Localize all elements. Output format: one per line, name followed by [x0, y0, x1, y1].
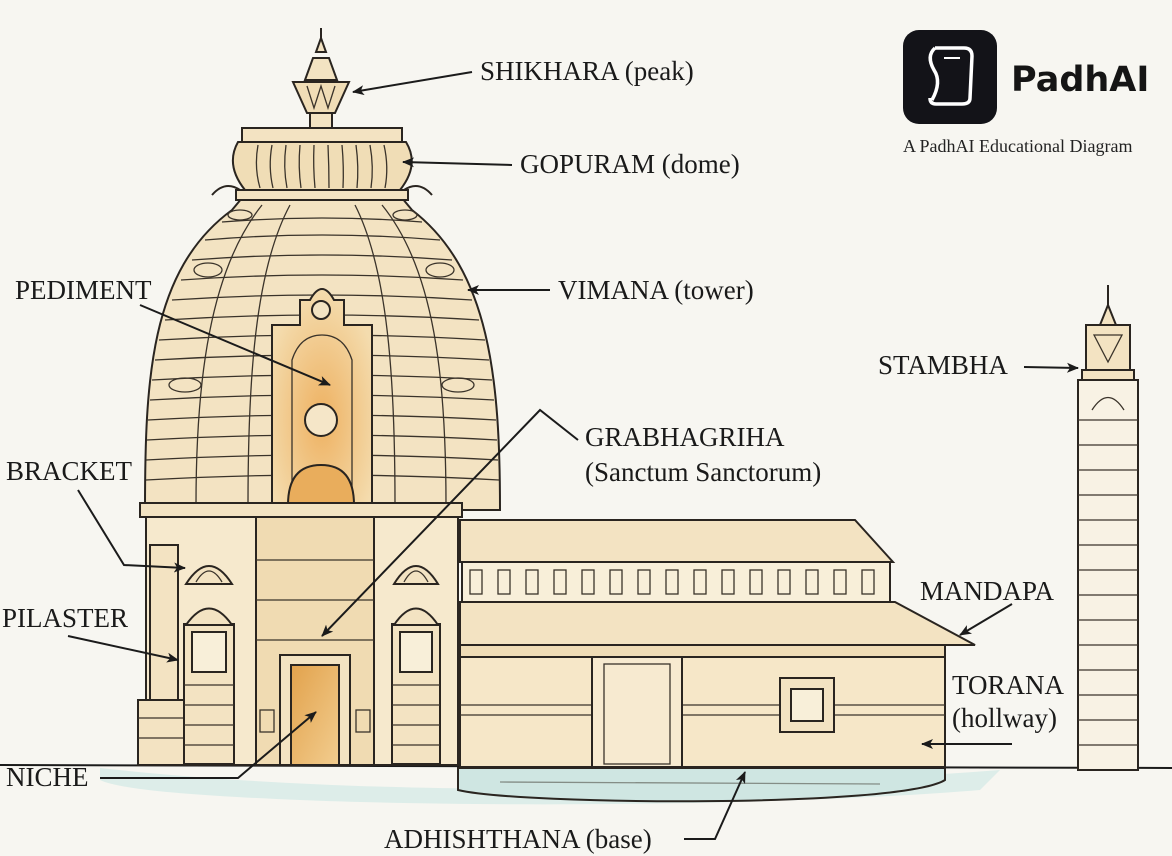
gopuram-dome: [211, 127, 433, 201]
bracket-arrow: [77, 489, 186, 573]
base-water: [0, 764, 1172, 805]
label-grabhagriha-sub: (Sanctum Sanctorum): [585, 457, 821, 487]
pediment-arrow: [139, 304, 331, 386]
label-niche: NICHE: [6, 762, 89, 792]
grabhagriha-arrow: [321, 408, 579, 637]
shikhara-arrow: [352, 71, 473, 96]
stambha-pillar: [1077, 285, 1139, 771]
label-shikhara: SHIKHARA (peak): [480, 56, 694, 86]
label-pediment: PEDIMENT: [15, 275, 152, 305]
shikhara-finial: [291, 28, 351, 129]
pilaster-arrow: [67, 635, 179, 663]
label-grabhagriha: GRABHAGRIHA: [585, 422, 785, 452]
mandapa-hall: [459, 519, 976, 768]
gopuram-arrow: [402, 157, 513, 168]
brand-name: PadhAI: [1011, 60, 1149, 100]
leader-lines: [67, 71, 1079, 840]
mandapa-arrow: [959, 603, 1013, 636]
label-torana-sub: (hollway): [952, 703, 1057, 733]
label-mandapa: MANDAPA: [920, 576, 1055, 606]
labels: SHIKHARA (peak) GOPURAM (dome) VIMANA (t…: [2, 56, 1065, 854]
stambha-arrow: [1023, 362, 1079, 373]
label-torana: TORANA: [952, 670, 1065, 700]
pediment-panel: [271, 288, 373, 506]
label-bracket: BRACKET: [6, 456, 133, 486]
adhishthana-arrow: [684, 771, 746, 840]
label-stambha: STAMBHA: [878, 350, 1008, 380]
brand-logo: [903, 30, 997, 124]
label-pilaster: PILASTER: [2, 603, 128, 633]
niche-arrow: [100, 711, 317, 779]
book-icon: [928, 46, 974, 106]
label-adhishthana: ADHISHTHANA (base): [384, 824, 652, 854]
brand-subtitle: A PadhAI Educational Diagram: [903, 136, 1132, 156]
sanctum-block: [137, 502, 463, 766]
brand-block: PadhAI A PadhAI Educational Diagram: [903, 30, 1149, 156]
label-gopuram: GOPURAM (dome): [520, 149, 740, 179]
label-vimana: VIMANA (tower): [558, 275, 754, 305]
